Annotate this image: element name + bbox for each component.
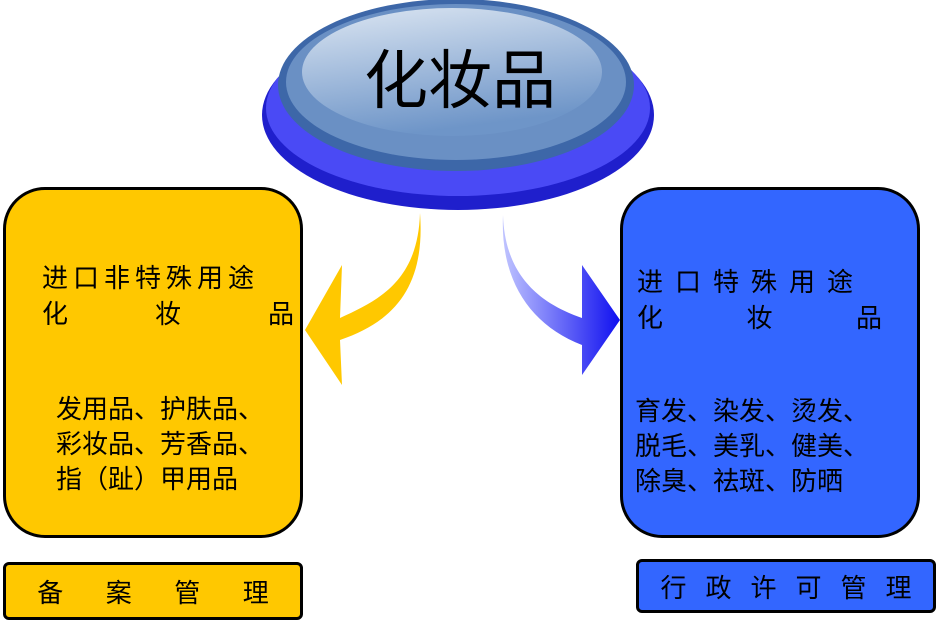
left-item: 指（趾）甲用品 xyxy=(56,465,239,495)
left-heading-line1: 进口非特殊用途 xyxy=(42,264,260,294)
left-heading-line2: 化 妆 品 xyxy=(42,298,294,333)
label-char: 行 xyxy=(660,573,687,604)
right-item: 育发、染发、烫发、 xyxy=(635,397,870,427)
heading-char: 品 xyxy=(267,300,294,330)
heading-char: 妆 xyxy=(154,300,181,330)
left-category-box: 进口非特殊用途 化 妆 品 发用品、护肤品、 彩妆品、芳香品、 指（趾）甲用品 xyxy=(3,187,303,538)
right-item: 除臭、祛斑、防晒 xyxy=(635,467,844,497)
administrative-license-label: 行 政 许 可 管 理 xyxy=(636,559,936,613)
label-char: 备 xyxy=(37,578,64,609)
label-char: 理 xyxy=(885,573,912,604)
heading-char: 品 xyxy=(855,304,882,334)
label-char: 政 xyxy=(705,573,732,604)
title-text: 化妆品 xyxy=(364,45,556,119)
right-heading-line2: 化 妆 品 xyxy=(637,302,882,337)
left-item: 彩妆品、芳香品、 xyxy=(56,430,265,460)
label-char: 理 xyxy=(242,578,269,609)
arrow-right xyxy=(502,215,620,375)
label-char: 可 xyxy=(795,573,822,604)
heading-char: 化 xyxy=(637,304,664,334)
left-item: 发用品、护肤品、 xyxy=(56,395,265,425)
title-disc xyxy=(262,0,654,210)
label-char: 管 xyxy=(840,573,867,604)
right-category-box: 进口特殊用途 化 妆 品 育发、染发、烫发、 脱毛、美乳、健美、 除臭、祛斑、防… xyxy=(620,187,920,538)
left-items: 发用品、护肤品、 彩妆品、芳香品、 指（趾）甲用品 xyxy=(56,393,264,498)
label-char: 许 xyxy=(750,573,777,604)
filing-management-label: 备 案 管 理 xyxy=(3,562,303,620)
heading-char: 化 xyxy=(42,300,69,330)
label-char: 管 xyxy=(174,578,201,609)
arrow-left xyxy=(305,213,421,385)
label-char: 案 xyxy=(105,578,132,609)
right-item: 脱毛、美乳、健美、 xyxy=(635,432,870,462)
right-heading-line1: 进口特殊用途 xyxy=(637,268,866,298)
heading-char: 妆 xyxy=(746,304,773,334)
right-items: 育发、染发、烫发、 脱毛、美乳、健美、 除臭、祛斑、防晒 xyxy=(635,395,869,500)
